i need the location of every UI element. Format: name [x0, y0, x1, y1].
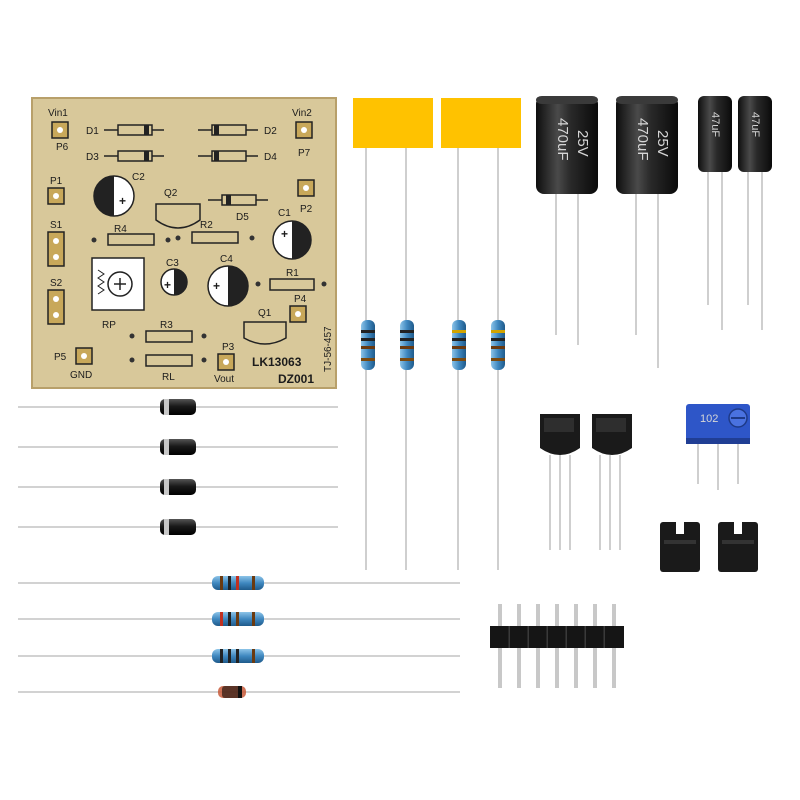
capacitor-470uf: 470uF 25V [536, 96, 598, 194]
hole [57, 127, 63, 133]
electrolytic-capacitors: 470uF 25V 470uF 25V 47uF 47uF [536, 96, 772, 368]
board-kit-code: DZ001 [278, 372, 314, 386]
zener-diode [218, 686, 246, 698]
header-divider [527, 626, 529, 648]
label-p1: P1 [50, 176, 63, 187]
label-s1: S1 [50, 220, 63, 231]
film-capacitor [441, 98, 521, 148]
label-r1: R1 [286, 268, 299, 279]
label-c4: C4 [220, 254, 233, 265]
jumper-caps [660, 522, 758, 572]
label-q1: Q1 [258, 308, 272, 319]
label-vout: Vout [214, 374, 234, 385]
film-capacitor [353, 98, 433, 148]
label-p7: P7 [298, 148, 311, 159]
jumper-cap [660, 522, 700, 572]
jumper-cap [718, 522, 758, 572]
resistor [452, 320, 466, 370]
label-r4: R4 [114, 224, 127, 235]
board-serial: TJ-56-457 [323, 326, 334, 372]
resistor [212, 576, 264, 590]
trimmer-potentiometer: 102 [686, 404, 750, 490]
svg-text:+: + [164, 278, 171, 292]
header-divider [508, 626, 510, 648]
pad-s1 [47, 231, 65, 267]
rectifier-diodes [18, 399, 338, 535]
label-p6: P6 [56, 142, 69, 153]
resistor [491, 320, 505, 370]
band [144, 125, 149, 135]
resistor [400, 320, 414, 370]
footprint-r2 [191, 231, 239, 244]
label-d4: D4 [264, 152, 277, 163]
footprint-q2 [155, 203, 201, 229]
capacitor-470uf: 470uF 25V [616, 96, 678, 194]
footprint-r4 [107, 233, 155, 246]
label-d1: D1 [86, 126, 99, 137]
board-model: LK13063 [252, 355, 302, 369]
label-c2: C2 [132, 172, 145, 183]
header-divider [546, 626, 548, 648]
label-rl: RL [162, 372, 175, 383]
hole [301, 127, 307, 133]
header-body [490, 626, 624, 648]
footprint-rl [145, 354, 193, 367]
cap-value: 470uF [554, 118, 571, 161]
svg-text:+: + [213, 279, 220, 293]
label-p4: P4 [294, 294, 307, 305]
horizontal-resistors [18, 576, 460, 698]
pot-code: 102 [700, 413, 718, 425]
vertical-resistors [361, 320, 505, 370]
header-divider [603, 626, 605, 648]
label-s2: S2 [50, 278, 63, 289]
svg-text:+: + [119, 194, 126, 208]
pad-s2 [47, 289, 65, 325]
label-d2: D2 [264, 126, 277, 137]
footprint-r1 [269, 278, 315, 291]
resistor [361, 320, 375, 370]
cap-value: 47uF [749, 112, 761, 137]
label-p5: P5 [54, 352, 67, 363]
label-r2: R2 [200, 220, 213, 231]
label-rp: RP [102, 320, 116, 331]
capacitor-47uf: 47uF [738, 96, 772, 172]
header-divider [565, 626, 567, 648]
label-c3: C3 [166, 258, 179, 269]
label-c1: C1 [278, 208, 291, 219]
pcb-board: Vin1 P6 Vin2 P7 D1 D3 D2 D4 P1 [31, 97, 337, 389]
label-r3: R3 [160, 320, 173, 331]
pin-header [490, 604, 624, 688]
footprint-r3 [145, 330, 193, 343]
footprint-q1 [243, 321, 287, 345]
transistors [540, 414, 632, 550]
cap-voltage: 25V [574, 130, 591, 157]
header-divider [584, 626, 586, 648]
cap-voltage: 25V [654, 130, 671, 157]
label-vin1: Vin1 [48, 108, 68, 119]
resistor [212, 612, 264, 626]
label-d5: D5 [236, 212, 249, 223]
label-gnd: GND [70, 370, 92, 381]
label-p2: P2 [300, 204, 313, 215]
label-vin2: Vin2 [292, 108, 312, 119]
label-d3: D3 [86, 152, 99, 163]
label-q2: Q2 [164, 188, 178, 199]
cap-value: 470uF [634, 118, 651, 161]
svg-text:+: + [281, 227, 288, 241]
resistor [212, 649, 264, 663]
cap-value: 47uF [709, 112, 721, 137]
capacitor-47uf: 47uF [698, 96, 732, 172]
label-p3: P3 [222, 342, 235, 353]
